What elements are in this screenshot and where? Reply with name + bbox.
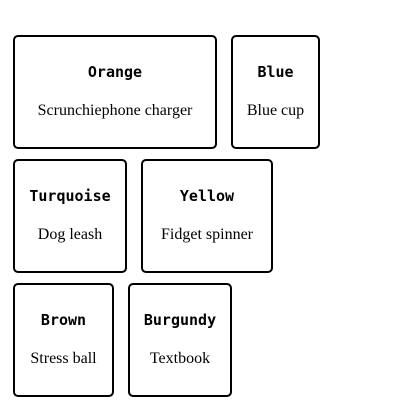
card-title: Yellow bbox=[179, 187, 235, 205]
card-title: Blue bbox=[257, 63, 294, 81]
card-brown[interactable]: Brown Stress ball bbox=[13, 283, 114, 397]
card-item: Scrunchiephone charger bbox=[37, 102, 193, 119]
card-title: Brown bbox=[40, 311, 87, 329]
card-title: Burgundy bbox=[143, 311, 217, 329]
card-item: Blue cup bbox=[246, 102, 305, 119]
card-orange[interactable]: Orange Scrunchiephone charger bbox=[13, 35, 217, 149]
card-item: Textbook bbox=[149, 350, 211, 367]
card-item: Fidget spinner bbox=[161, 226, 253, 243]
card-burgundy[interactable]: Burgundy Textbook bbox=[128, 283, 232, 397]
card-title: Orange bbox=[87, 63, 143, 81]
card-yellow[interactable]: Yellow Fidget spinner bbox=[141, 159, 273, 273]
card-item: Dog leash bbox=[37, 226, 103, 243]
card-item: Stress ball bbox=[30, 350, 97, 367]
card-title: Turquoise bbox=[29, 187, 111, 205]
card-turquoise[interactable]: Turquoise Dog leash bbox=[13, 159, 127, 273]
card-blue[interactable]: Blue Blue cup bbox=[231, 35, 320, 149]
